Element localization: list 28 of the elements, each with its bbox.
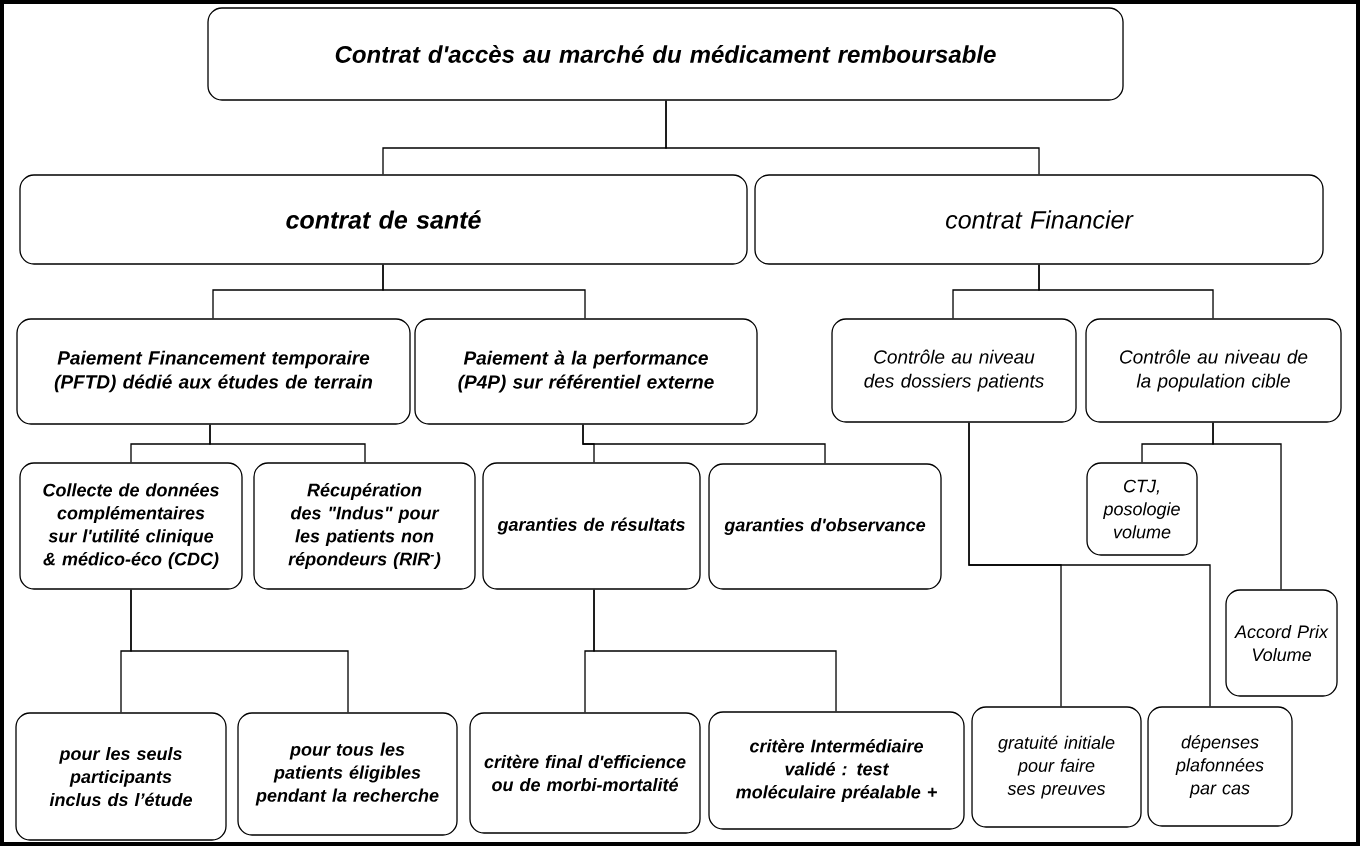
process-box: Paiement à la performance (P4P) sur référentiel externe — [414, 318, 758, 425]
process-box: critère Intermédiaire validé : test moléculaire préalable + — [708, 711, 965, 830]
category-box: contrat de santé — [19, 174, 748, 265]
process-box: Paiement Financement temporaire (PFTD) dédié aux études de terrain — [16, 318, 411, 425]
connector-line — [209, 424, 366, 463]
connector-line — [1212, 422, 1282, 590]
process-box: Contrôle au niveau de la population cible — [1085, 318, 1342, 423]
process-box: Récupération des "Indus" pour les patients non répondeurs (RIR$^{-}$) — [253, 462, 476, 590]
process-box: pour les seuls participants inclus ds l’étude — [15, 712, 227, 841]
connector-line — [382, 264, 586, 319]
process-box: critère final d'efficience ou de morbi-mortalité — [469, 712, 701, 834]
process-box: garanties de résultats — [482, 462, 701, 590]
connector-line — [665, 100, 1040, 175]
category-box: contrat Financier — [754, 174, 1324, 265]
connector-line — [582, 424, 826, 464]
connector-line — [1038, 264, 1214, 319]
process-box: dépenses plafonnées par cas — [1147, 706, 1293, 827]
process-box: garanties d'observance — [708, 463, 942, 590]
process-box: Contrôle au niveau des dossiers patients — [831, 318, 1077, 423]
connector-line — [968, 422, 1211, 707]
connector-line — [130, 589, 349, 713]
process-box: CTJ, posologie volume — [1086, 462, 1198, 556]
process-box: gratuité initiale pour faire ses preuves — [971, 706, 1142, 828]
connector-line — [593, 589, 837, 712]
process-box: Collecte de données complémentaires sur l'utilité clinique & médico-éco (CDC) — [19, 462, 243, 590]
process-box: pour tous les patients éligibles pendant la recherche — [237, 712, 458, 836]
process-box: Accord Prix Volume — [1225, 589, 1338, 697]
title-box: Contrat d'accès au marché du médicament remboursable — [207, 7, 1124, 101]
